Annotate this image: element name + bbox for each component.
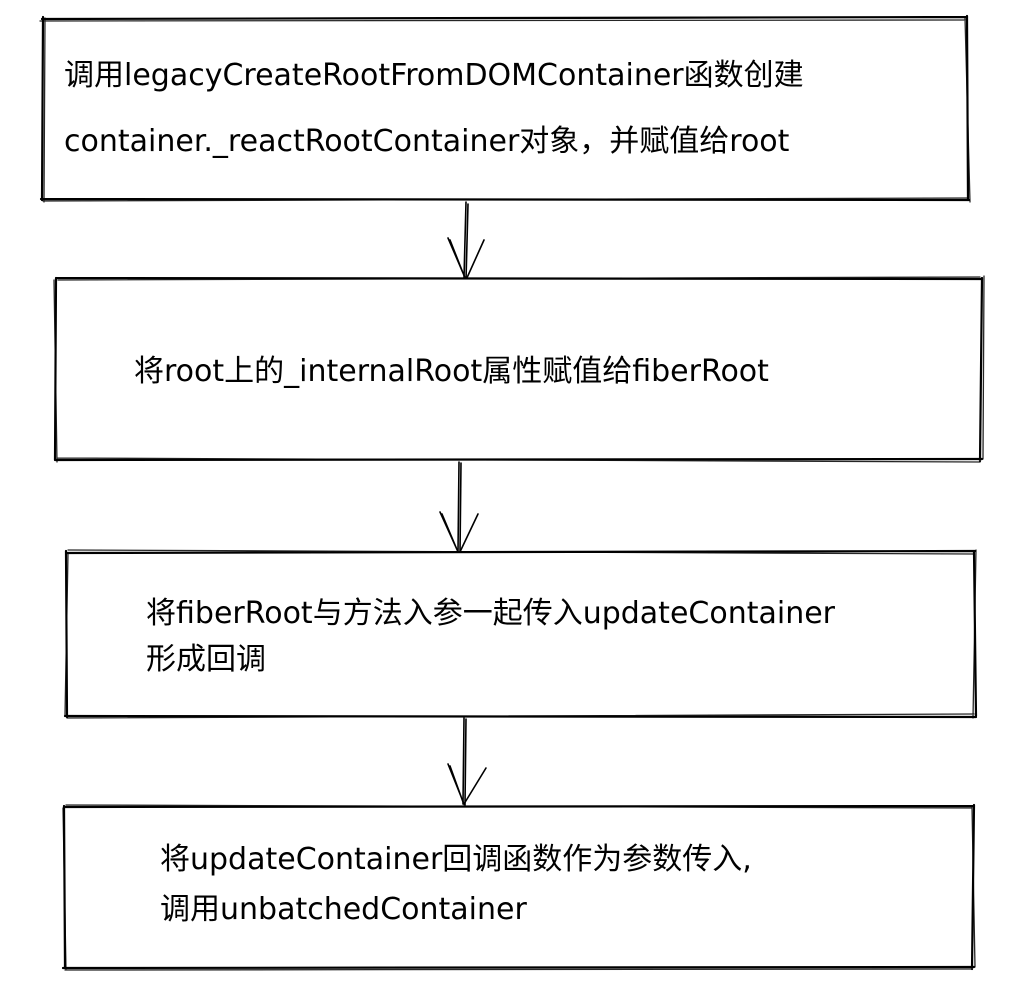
- flow-step-2-border: [53, 275, 985, 463]
- flow-step-4-box: 将updateContainer回调函数作为参数传入, 调用unbatchedC…: [61, 803, 976, 971]
- flow-step-3-border: [63, 549, 978, 719]
- flow-step-2-line-1: 将root上的_internalRoot属性赋值给fiberRoot: [134, 354, 769, 389]
- flow-step-4-border: [61, 803, 976, 971]
- flow-step-1-line-2: container._reactRootContainer对象，并赋值给root: [64, 124, 790, 159]
- flow-step-3-box: 将fiberRoot与方法入参一起传入updateContainer 形成回调: [63, 549, 978, 719]
- flow-step-3-line-1: 将fiberRoot与方法入参一起传入updateContainer: [146, 596, 836, 631]
- flow-step-4-line-1: 将updateContainer回调函数作为参数传入,: [160, 842, 752, 877]
- flow-step-1-box: 调用legacyCreateRootFromDOMContainer函数创建 c…: [39, 14, 971, 203]
- flow-step-1-border: [39, 14, 971, 203]
- flow-arrow-2: [439, 461, 479, 556]
- flow-arrow-3: [447, 717, 487, 806]
- flow-step-2-box: 将root上的_internalRoot属性赋值给fiberRoot: [53, 275, 985, 463]
- flow-step-1-line-1: 调用legacyCreateRootFromDOMContainer函数创建: [64, 58, 804, 93]
- flow-step-3-line-2: 形成回调: [146, 642, 266, 677]
- flow-step-4-line-2: 调用unbatchedContainer: [160, 892, 527, 927]
